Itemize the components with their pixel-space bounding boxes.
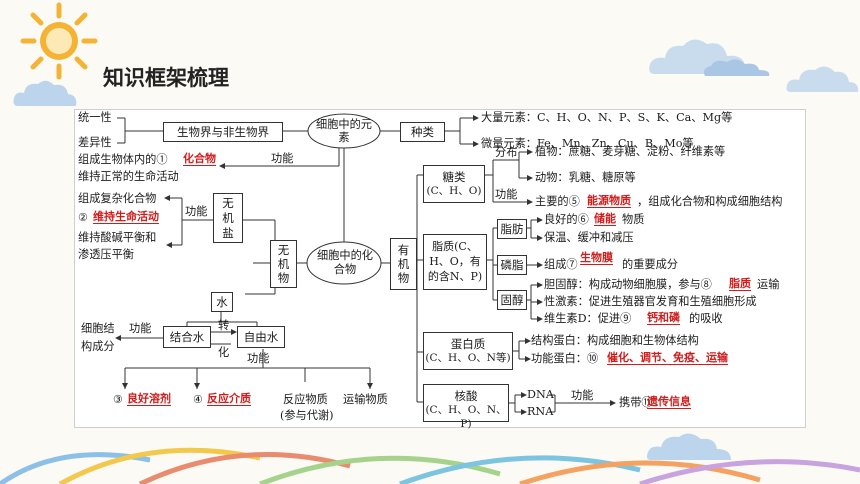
protein-box: 蛋白质 (C、H、O、N等) [423, 332, 513, 370]
role-function-label: 功能 [271, 152, 294, 165]
answer-2: 维持生命活动 [93, 210, 159, 224]
salt-function-label: 功能 [185, 205, 208, 218]
bound-water-box: 结合水 [163, 326, 211, 348]
vitamin-d-rest: 的吸收 [689, 312, 723, 325]
bound-role-line1: 细胞结 [81, 322, 115, 335]
sugar-role-rest: ，组成化合物和构成细胞结构 [637, 195, 783, 208]
cholesterol-text: 胆固醇：构成动物细胞膜，参与⑧ [544, 278, 712, 291]
protein-elements: (C、H、O、N等) [425, 352, 511, 364]
lipid-line1: 脂质(C、 [432, 240, 478, 253]
animal-sugars: 动物：乳糖、糖原等 [535, 171, 636, 184]
nucleic-acid-label: 核酸 [454, 389, 478, 403]
fat-good-label: 良好的⑥ [544, 213, 589, 226]
life-number: ② [78, 211, 89, 224]
minor-elements: 微量元素：Fe、Mn、Zn、Cu、B、Mo等 [481, 137, 694, 150]
lipid-line3: 的含N、P) [427, 270, 483, 283]
convert-label-1: 转 [218, 319, 230, 332]
reactant-label: 反应物质 [283, 393, 328, 406]
cloud-icon [649, 39, 770, 76]
sugar-main-label: 主要的⑤ [535, 195, 580, 208]
phospholipid-box: 磷脂 [497, 255, 527, 275]
phospholipid-rest: 的重要成分 [622, 258, 678, 271]
convert-label-2: 化 [218, 346, 230, 359]
bound-function-label: 功能 [129, 322, 152, 335]
lipid-box: 脂质(C、 H、O，有 的含N、P) [423, 234, 487, 290]
transport-label: 运输物质 [343, 393, 388, 406]
answer-4: 反应介质 [207, 392, 251, 406]
cholesterol-rest: 运输 [757, 278, 780, 291]
answer-8: 脂质 [729, 277, 751, 291]
sex-hormone-text: 性激素：促进生殖器官发育和生殖细胞形成 [544, 295, 757, 308]
nucleic-acid-elements: (C、H、O、N、P) [425, 404, 507, 430]
structural-protein-text: 结构蛋白：构成细胞和生物体结构 [531, 334, 699, 347]
kinds-box: 种类 [400, 122, 445, 142]
sugar-box: 糖类 (C、H、O) [423, 165, 485, 203]
answer-1: 化合物 [183, 152, 216, 166]
page-title: 知识框架梳理 [103, 66, 229, 90]
free-water-box: 自由水 [237, 326, 285, 348]
rna-label: RNA [527, 405, 554, 418]
answer-11: 遗传信息 [647, 395, 691, 409]
difference-label: 差异性 [78, 136, 112, 149]
cloud-icon [786, 66, 859, 92]
cloud-icon [647, 433, 731, 460]
answer-9: 钙和磷 [647, 311, 680, 325]
role1-label: 组成生物体内的① [78, 153, 168, 166]
fat-rest-label: 物质 [622, 213, 645, 226]
inorganic-box: 无机物 [270, 240, 297, 288]
b4-number: ④ [193, 393, 204, 406]
phospholipid-text: 组成⑦ [544, 258, 578, 271]
answer-5: 能源物质 [587, 194, 631, 208]
sterol-box: 固醇 [497, 290, 527, 310]
free-function-label: 功能 [247, 352, 270, 365]
connector-lines [115, 113, 616, 415]
plant-sugars: 植物：蔗糖、麦芽糖、淀粉、纤维素等 [535, 145, 726, 158]
sugar-function-label: 功能 [495, 188, 518, 201]
nucleic-function-label: 功能 [571, 389, 594, 402]
answer-7: 生物膜 [580, 251, 613, 265]
reactant-sub-label: (参与代谢) [280, 409, 334, 422]
bio-nonbio-box: 生物界与非生物界 [163, 122, 283, 142]
acid-base-label: 维持酸碱平衡和 [78, 231, 157, 244]
answer-10: 催化、调节、免疫、运输 [607, 351, 728, 365]
compounds-node: 细胞中的化合物 [317, 249, 373, 276]
carry-label: 携带⑪ [619, 396, 653, 409]
answer-6: 储能 [594, 212, 616, 226]
role1b-label: 维持正常的生命活动 [78, 170, 179, 183]
water-box: 水 [211, 292, 233, 312]
concept-map: 统一性 差异性 生物界与非生物界 细胞中的元素 种类 大量元素：C、H、O、N、… [74, 109, 806, 430]
sugar-label: 糖类 [442, 170, 466, 184]
vitamin-d-text: 维生素D：促进⑨ [544, 312, 632, 325]
sun-icon [20, 2, 98, 80]
inorganic-salt-box: 无机盐 [213, 193, 243, 243]
protein-label: 蛋白质 [450, 337, 486, 351]
complex-compound-label: 组成复杂化合物 [78, 192, 157, 205]
functional-protein-text: 功能蛋白：⑩ [531, 352, 599, 365]
major-elements: 大量元素：C、H、O、N、P、S、K、Ca、Mg等 [481, 111, 733, 124]
organic-box: 有机物 [390, 238, 417, 290]
distribution-label: 分布 [495, 146, 518, 159]
cloud-icon [13, 80, 77, 106]
fat-box: 脂肪 [497, 219, 527, 239]
bound-role-line2: 构成分 [81, 340, 115, 353]
osmotic-label: 渗透压平衡 [78, 248, 134, 261]
b3-number: ③ [113, 393, 124, 406]
sugar-elements: (C、H、O) [426, 185, 482, 197]
rainbow-decoration [0, 447, 860, 484]
elements-node: 细胞中的元素 [316, 118, 372, 144]
lipid-line2: H、O，有 [429, 255, 481, 268]
nucleic-acid-box: 核酸 (C、H、O、N、P) [423, 384, 509, 430]
fat-protect-label: 保温、缓冲和减压 [544, 231, 634, 244]
dna-label: DNA [527, 388, 554, 401]
answer-3: 良好溶剂 [127, 392, 171, 406]
unity-label: 统一性 [78, 111, 112, 124]
